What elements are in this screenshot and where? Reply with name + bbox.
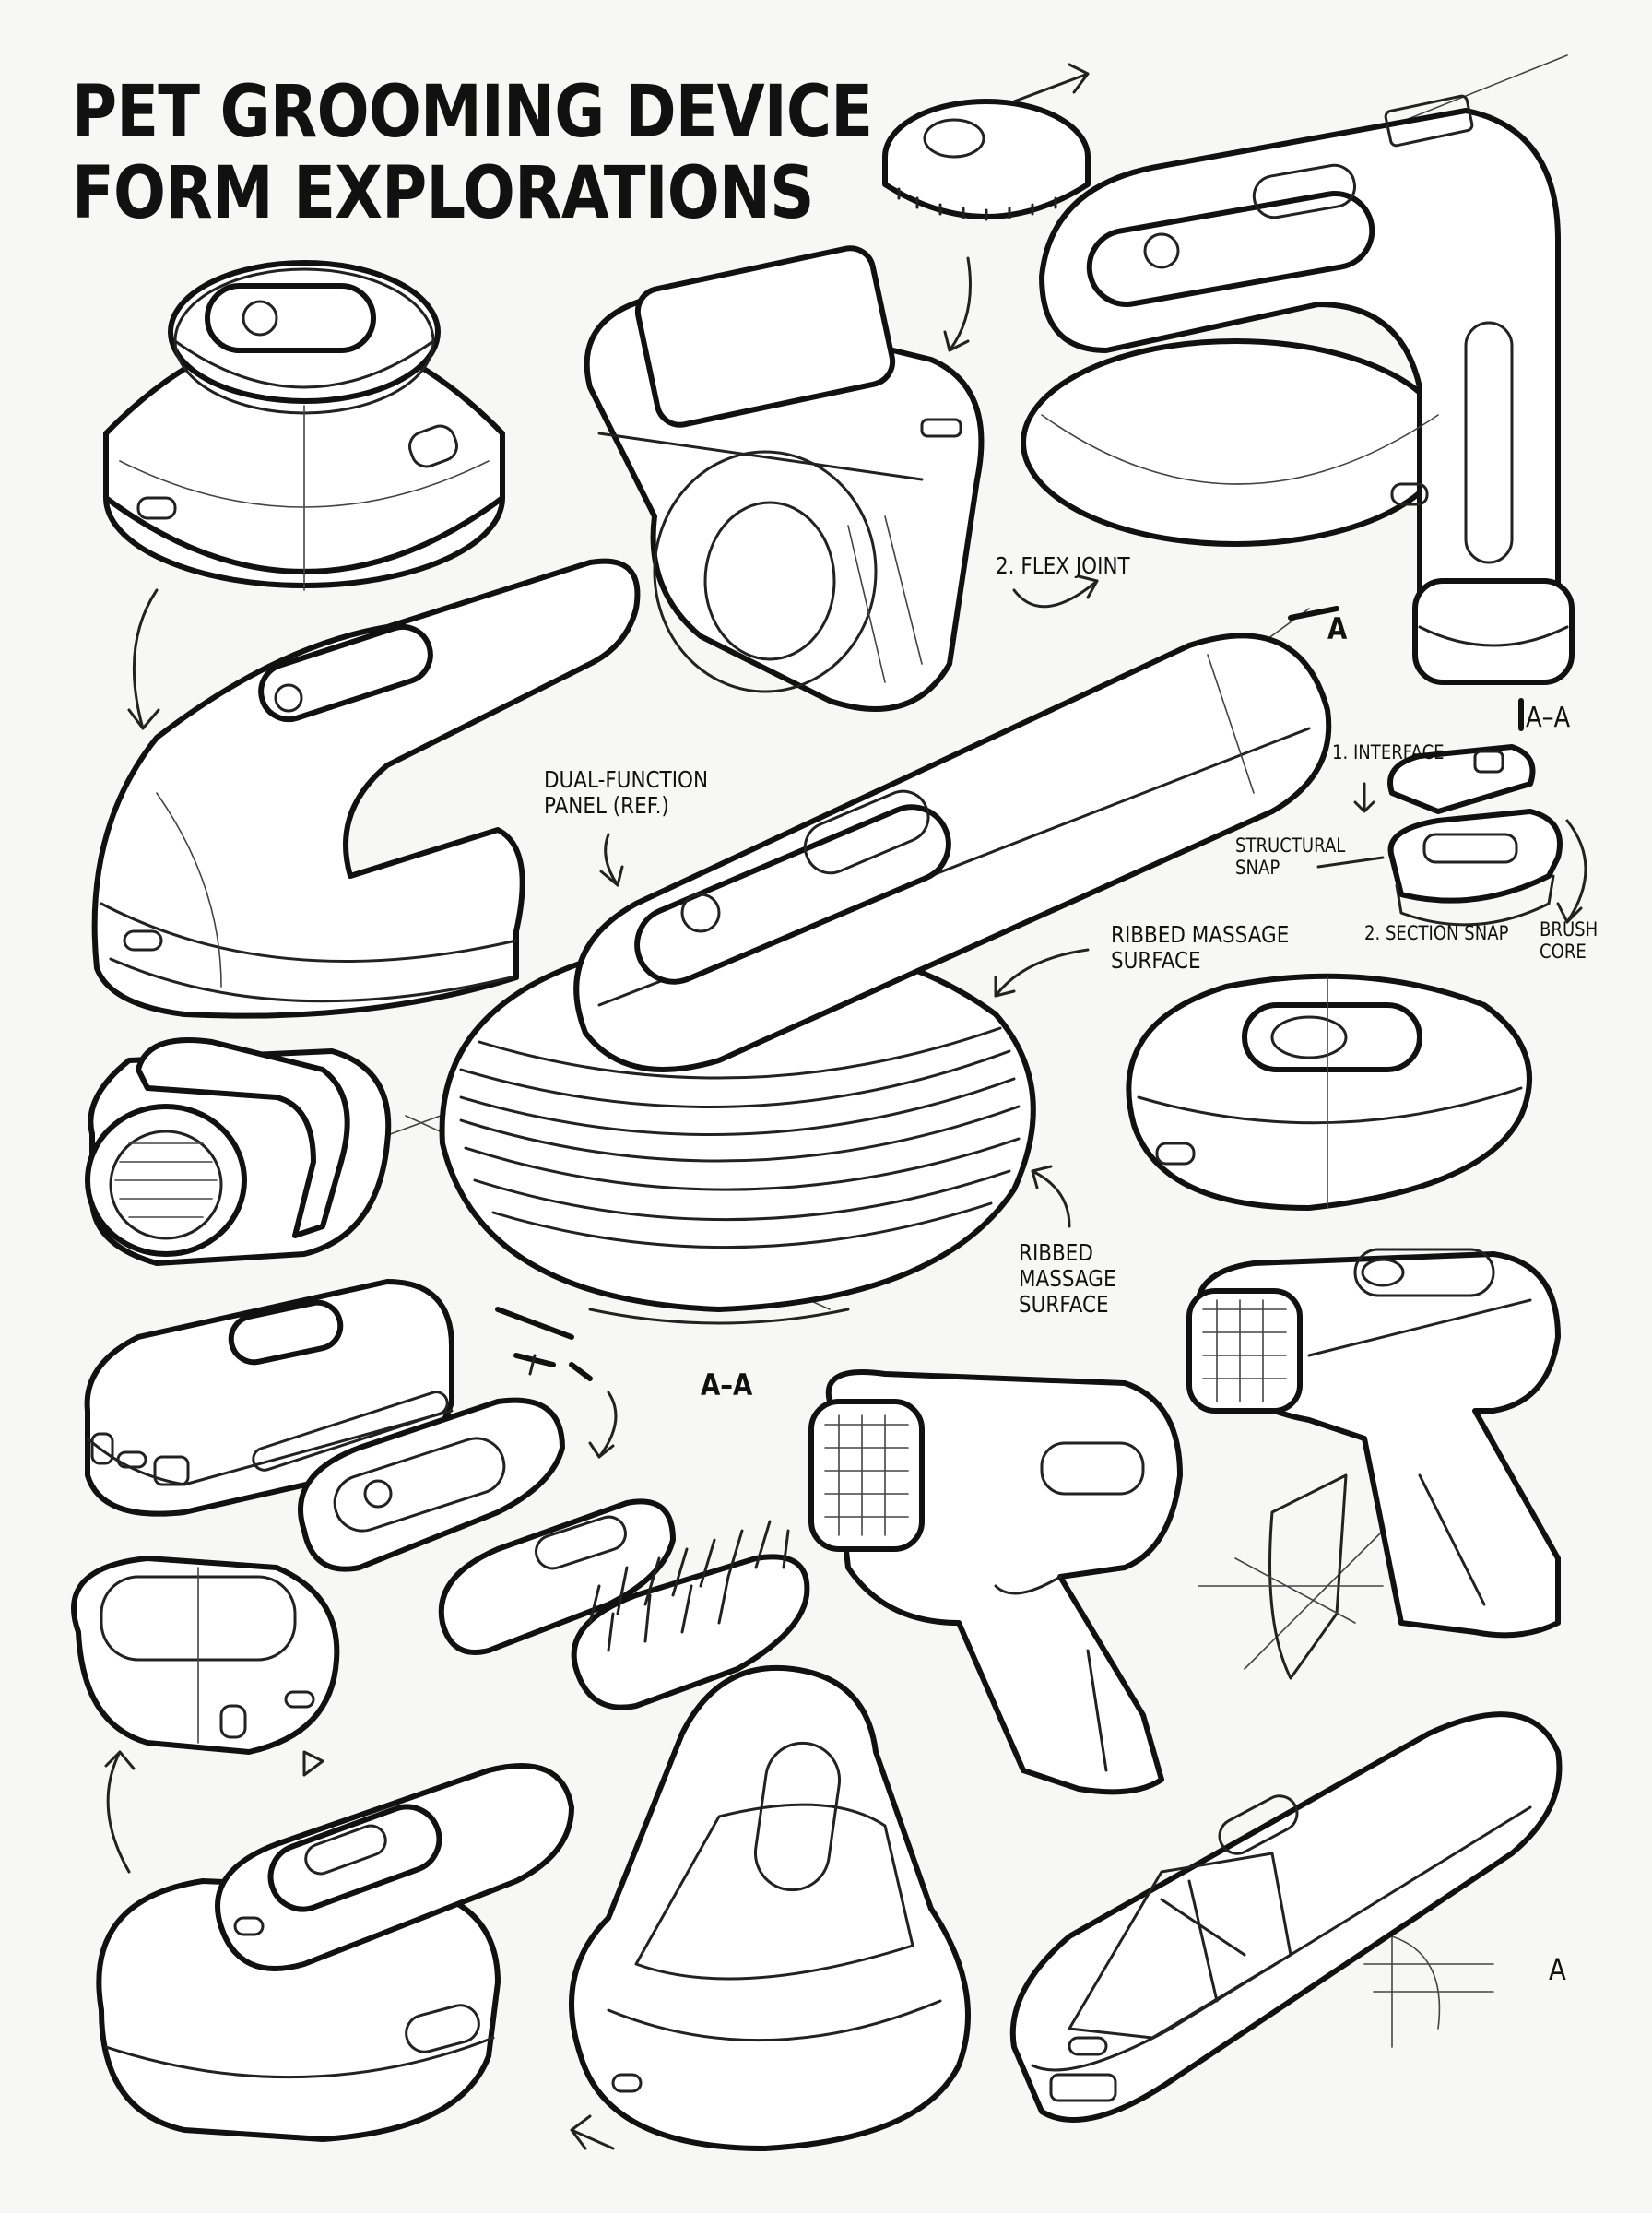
label-dual-function-panel: DUAL-FUNCTION PANEL (REF.) xyxy=(544,767,708,819)
sketch-long-brush xyxy=(1009,1711,1563,2123)
label-structural-snap-line-2: SNAP xyxy=(1235,857,1280,879)
label-ribbed-bottom-line-1: RIBBED xyxy=(1019,1239,1093,1266)
sketch-arched-handle xyxy=(91,558,641,1019)
label-ribbed-massage-top: RIBBED MASSAGE SURFACE xyxy=(1111,922,1289,974)
sketch-section-markers xyxy=(495,606,1524,2048)
section-mark-aa-right: A–A xyxy=(1526,702,1571,734)
sketch-small-brush-puck xyxy=(882,63,1091,352)
sketch-grooming-gun-left xyxy=(808,1369,1183,1795)
label-brush-core-line-1: BRUSH xyxy=(1540,918,1599,941)
sketch-slim-oval-pads xyxy=(298,1397,676,1655)
label-interface: 1. INTERFACE xyxy=(1332,741,1445,763)
sketch-central-massage-brush xyxy=(439,633,1332,1325)
sketch-round-puck xyxy=(103,260,505,591)
title-line-2: FORM EXPLORATIONS xyxy=(72,152,814,235)
sketch-rounded-pebble xyxy=(71,1556,340,1874)
sketch-flat-oval-right xyxy=(1126,973,1532,1211)
label-flex-joint: 2. FLEX JOINT xyxy=(996,552,1130,579)
label-section-snap: 2. SECTION SNAP xyxy=(1364,922,1509,944)
label-ribbed-top-line-1: RIBBED MASSAGE xyxy=(1111,921,1290,948)
label-ribbed-bottom-line-3: SURFACE xyxy=(1019,1291,1109,1318)
label-ribbed-top-line-2: SURFACE xyxy=(1111,947,1201,974)
label-ribbed-bottom-line-2: MASSAGE xyxy=(1019,1265,1116,1292)
label-structural-snap-line-1: STRUCTURAL xyxy=(1235,834,1346,857)
sketch-exploded-brush xyxy=(1316,744,1587,927)
sketch-stacked-base xyxy=(96,1763,574,2142)
label-brush-core-line-2: CORE xyxy=(1540,941,1587,963)
label-dual-function-line-1: DUAL-FUNCTION xyxy=(544,766,709,793)
sketch-ring-strap xyxy=(584,245,985,712)
label-structural-snap: STRUCTURAL SNAP xyxy=(1235,834,1345,879)
sketch-bristle-brush xyxy=(571,1520,810,1710)
section-mark-a-top: A xyxy=(1328,611,1348,646)
section-mark-aa-center: A–A xyxy=(701,1367,753,1402)
label-ribbed-massage-bottom: RIBBED MASSAGE SURFACE xyxy=(1019,1240,1116,1318)
section-mark-a-bottom-right: A xyxy=(1549,1952,1566,1987)
sketch-grooming-gun-right xyxy=(1186,1248,1561,1639)
label-dual-function-line-2: PANEL (REF.) xyxy=(544,792,669,819)
label-brush-core: BRUSH CORE xyxy=(1540,918,1598,963)
sketch-cradle-seat xyxy=(569,1664,971,2151)
sheet-title: PET GROOMING DEVICE FORM EXPLORATIONS xyxy=(72,71,873,235)
sketch-l-shaped-device xyxy=(1021,94,1575,685)
callout-arrows xyxy=(599,574,1099,1228)
sketch-strap-slider xyxy=(85,1037,392,1266)
title-line-1: PET GROOMING DEVICE xyxy=(72,71,873,154)
